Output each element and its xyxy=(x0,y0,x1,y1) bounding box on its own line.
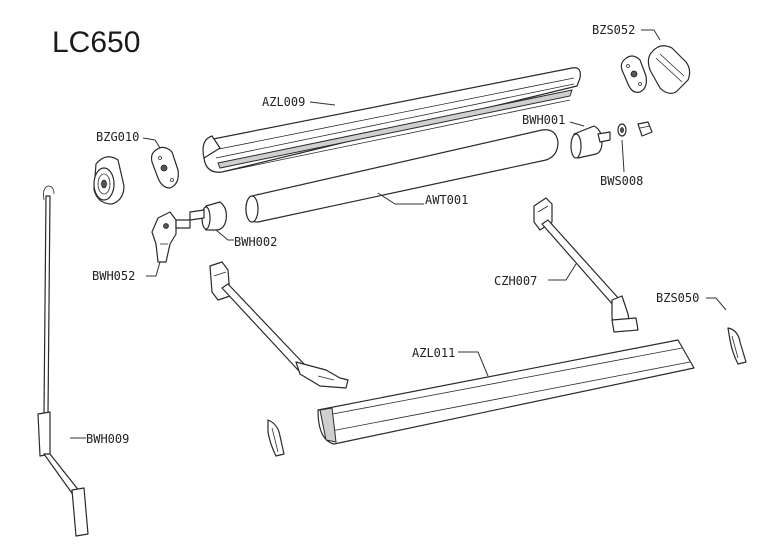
label-bws008: BWS008 xyxy=(600,174,643,188)
part-bwh002 xyxy=(189,201,227,231)
label-azl009: AZL009 xyxy=(262,95,305,109)
leader-azl011 xyxy=(458,351,489,377)
label-bwh002: BWH002 xyxy=(234,235,277,249)
leader-bzs050 xyxy=(706,297,727,311)
part-bwh001 xyxy=(570,125,611,159)
label-bwh052: BWH052 xyxy=(92,269,135,283)
model-title: LC650 xyxy=(52,26,140,59)
part-czh007 xyxy=(533,197,639,333)
leader-awt001 xyxy=(377,192,424,205)
part-bzs050 xyxy=(267,327,747,457)
label-awt001: AWT001 xyxy=(425,193,468,207)
part-awt001 xyxy=(245,129,559,223)
left-folding-arm xyxy=(209,261,349,389)
part-bwh009 xyxy=(37,185,89,537)
label-bzg010: BZG010 xyxy=(96,130,139,144)
leader-azl009 xyxy=(309,101,336,106)
part-bzs052 xyxy=(620,45,691,94)
leader-bws008 xyxy=(621,139,625,173)
label-czh007: CZH007 xyxy=(494,274,537,288)
leader-bwh002 xyxy=(215,229,234,241)
part-azl011 xyxy=(317,339,695,445)
part-azl009 xyxy=(202,67,581,173)
label-bwh001: BWH001 xyxy=(522,113,565,127)
leader-bzg010 xyxy=(142,137,161,149)
part-bzg010 xyxy=(93,146,179,205)
leader-bzs052 xyxy=(641,29,661,41)
leader-bwh052 xyxy=(146,261,161,277)
part-bwh052 xyxy=(151,211,191,263)
leader-czh007 xyxy=(548,263,577,281)
leader-bwh001 xyxy=(569,121,585,127)
label-azl011: AZL011 xyxy=(412,346,455,360)
part-bws008 xyxy=(617,121,653,137)
label-bwh009: BWH009 xyxy=(86,432,129,446)
label-bzs052: BZS052 xyxy=(592,23,635,37)
label-bzs050: BZS050 xyxy=(656,291,699,305)
